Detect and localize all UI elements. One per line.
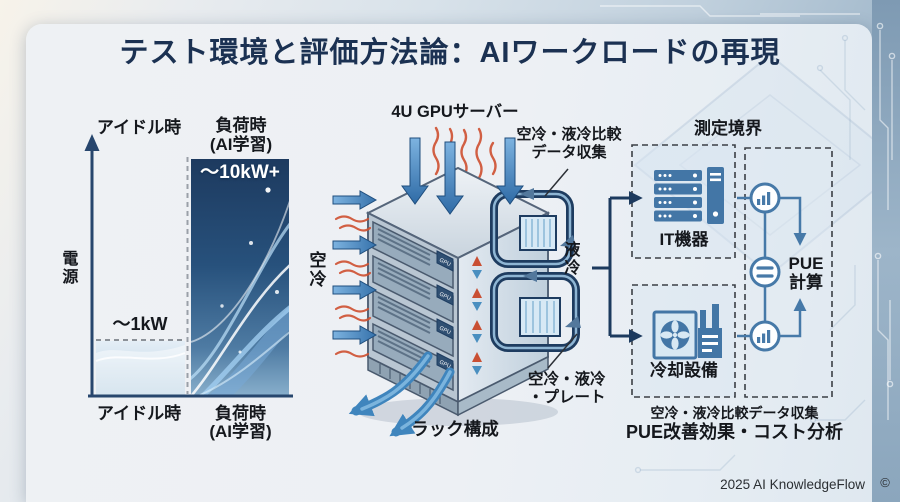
chart-idle-top-label: アイドル時 (96, 118, 182, 137)
gpu-chip-label: GPU (438, 291, 451, 302)
chart-load-top-label-2: (AI学習) (209, 135, 273, 154)
y-axis-label: 電源 (59, 250, 77, 286)
chart-load-top-label-1: 負荷時 (215, 116, 267, 135)
idle-bar (96, 341, 185, 395)
rack-illustration: GPU GPU GPU GPU (332, 126, 581, 437)
chart-idle-bottom-label: アイドル時 (96, 404, 182, 423)
collect-pointer-line (544, 168, 569, 197)
power-meter-icon-bottom (749, 320, 781, 352)
server-units: GPU GPU GPU GPU (372, 220, 454, 392)
load-value-label: ～10kW+ (200, 162, 280, 183)
cold-plate-2 (519, 297, 561, 337)
data-collection-label-2: データ収集 (531, 144, 607, 161)
gpu-chip-label: GPU (438, 359, 451, 370)
pue-calc-label-1: PUE (788, 254, 824, 273)
comparison-note-label: 空冷・液冷比較データ収集 (650, 405, 819, 421)
equals-icon (749, 256, 781, 288)
cold-plate-label-2: ・プレート (528, 389, 606, 406)
power-chart (84, 134, 293, 398)
rack-config-label: ラック構成 (411, 419, 499, 439)
pue-flow (737, 196, 807, 338)
plate-pointer-line (547, 333, 578, 369)
page-title: テスト環境と評価方法論：AIワークロードの再現 (119, 37, 781, 69)
server-rack-icon (654, 167, 724, 224)
cooling-fan-icon (652, 304, 722, 360)
liquid-branch-lines (592, 191, 643, 343)
air-cooling-label: 空冷 (306, 251, 326, 289)
circuit-pattern-background (600, 0, 900, 502)
gpu-chip-label: GPU (438, 325, 451, 336)
copyright-icon: © (880, 475, 890, 490)
load-bar (191, 159, 289, 395)
air-inflow-arrows (332, 190, 378, 358)
liquid-cooling-loop-1 (490, 188, 576, 268)
liquid-cooling-loop-2 (490, 270, 581, 352)
footer-credit: 2025 AI KnowledgeFlow (720, 477, 865, 492)
idle-value-label: ～1kW (112, 314, 168, 334)
server-title: 4U GPUサーバー (391, 103, 519, 121)
measurement-section (592, 144, 833, 398)
gpu-chip-label: GPU (438, 257, 451, 268)
cold-plate-label-1: 空冷・液冷 (528, 371, 606, 388)
data-collection-label-1: 空冷・液冷比較 (516, 126, 622, 143)
pue-calc-label-2: 計算 (789, 273, 823, 292)
cold-plate-1 (519, 215, 557, 251)
temperature-indicators (472, 256, 482, 375)
liquid-cooling-label: 液冷 (561, 241, 579, 277)
power-meter-icon-top (749, 182, 781, 214)
analysis-note-label: PUE改善効果・コスト分析 (625, 422, 843, 442)
exhaust-arrows (348, 351, 455, 437)
it-equipment-label: IT機器 (659, 230, 709, 249)
y-axis-arrowhead (84, 134, 100, 151)
cooling-equipment-label: 冷却設備 (650, 361, 718, 380)
chart-load-bottom-label-1: 負荷時 (215, 404, 266, 423)
power-chart-axes (88, 148, 293, 398)
measurement-boundary-label: 測定境界 (694, 119, 762, 138)
chart-load-bottom-label-2: (AI学習) (209, 422, 272, 441)
top-airflow-arrows (401, 137, 524, 215)
